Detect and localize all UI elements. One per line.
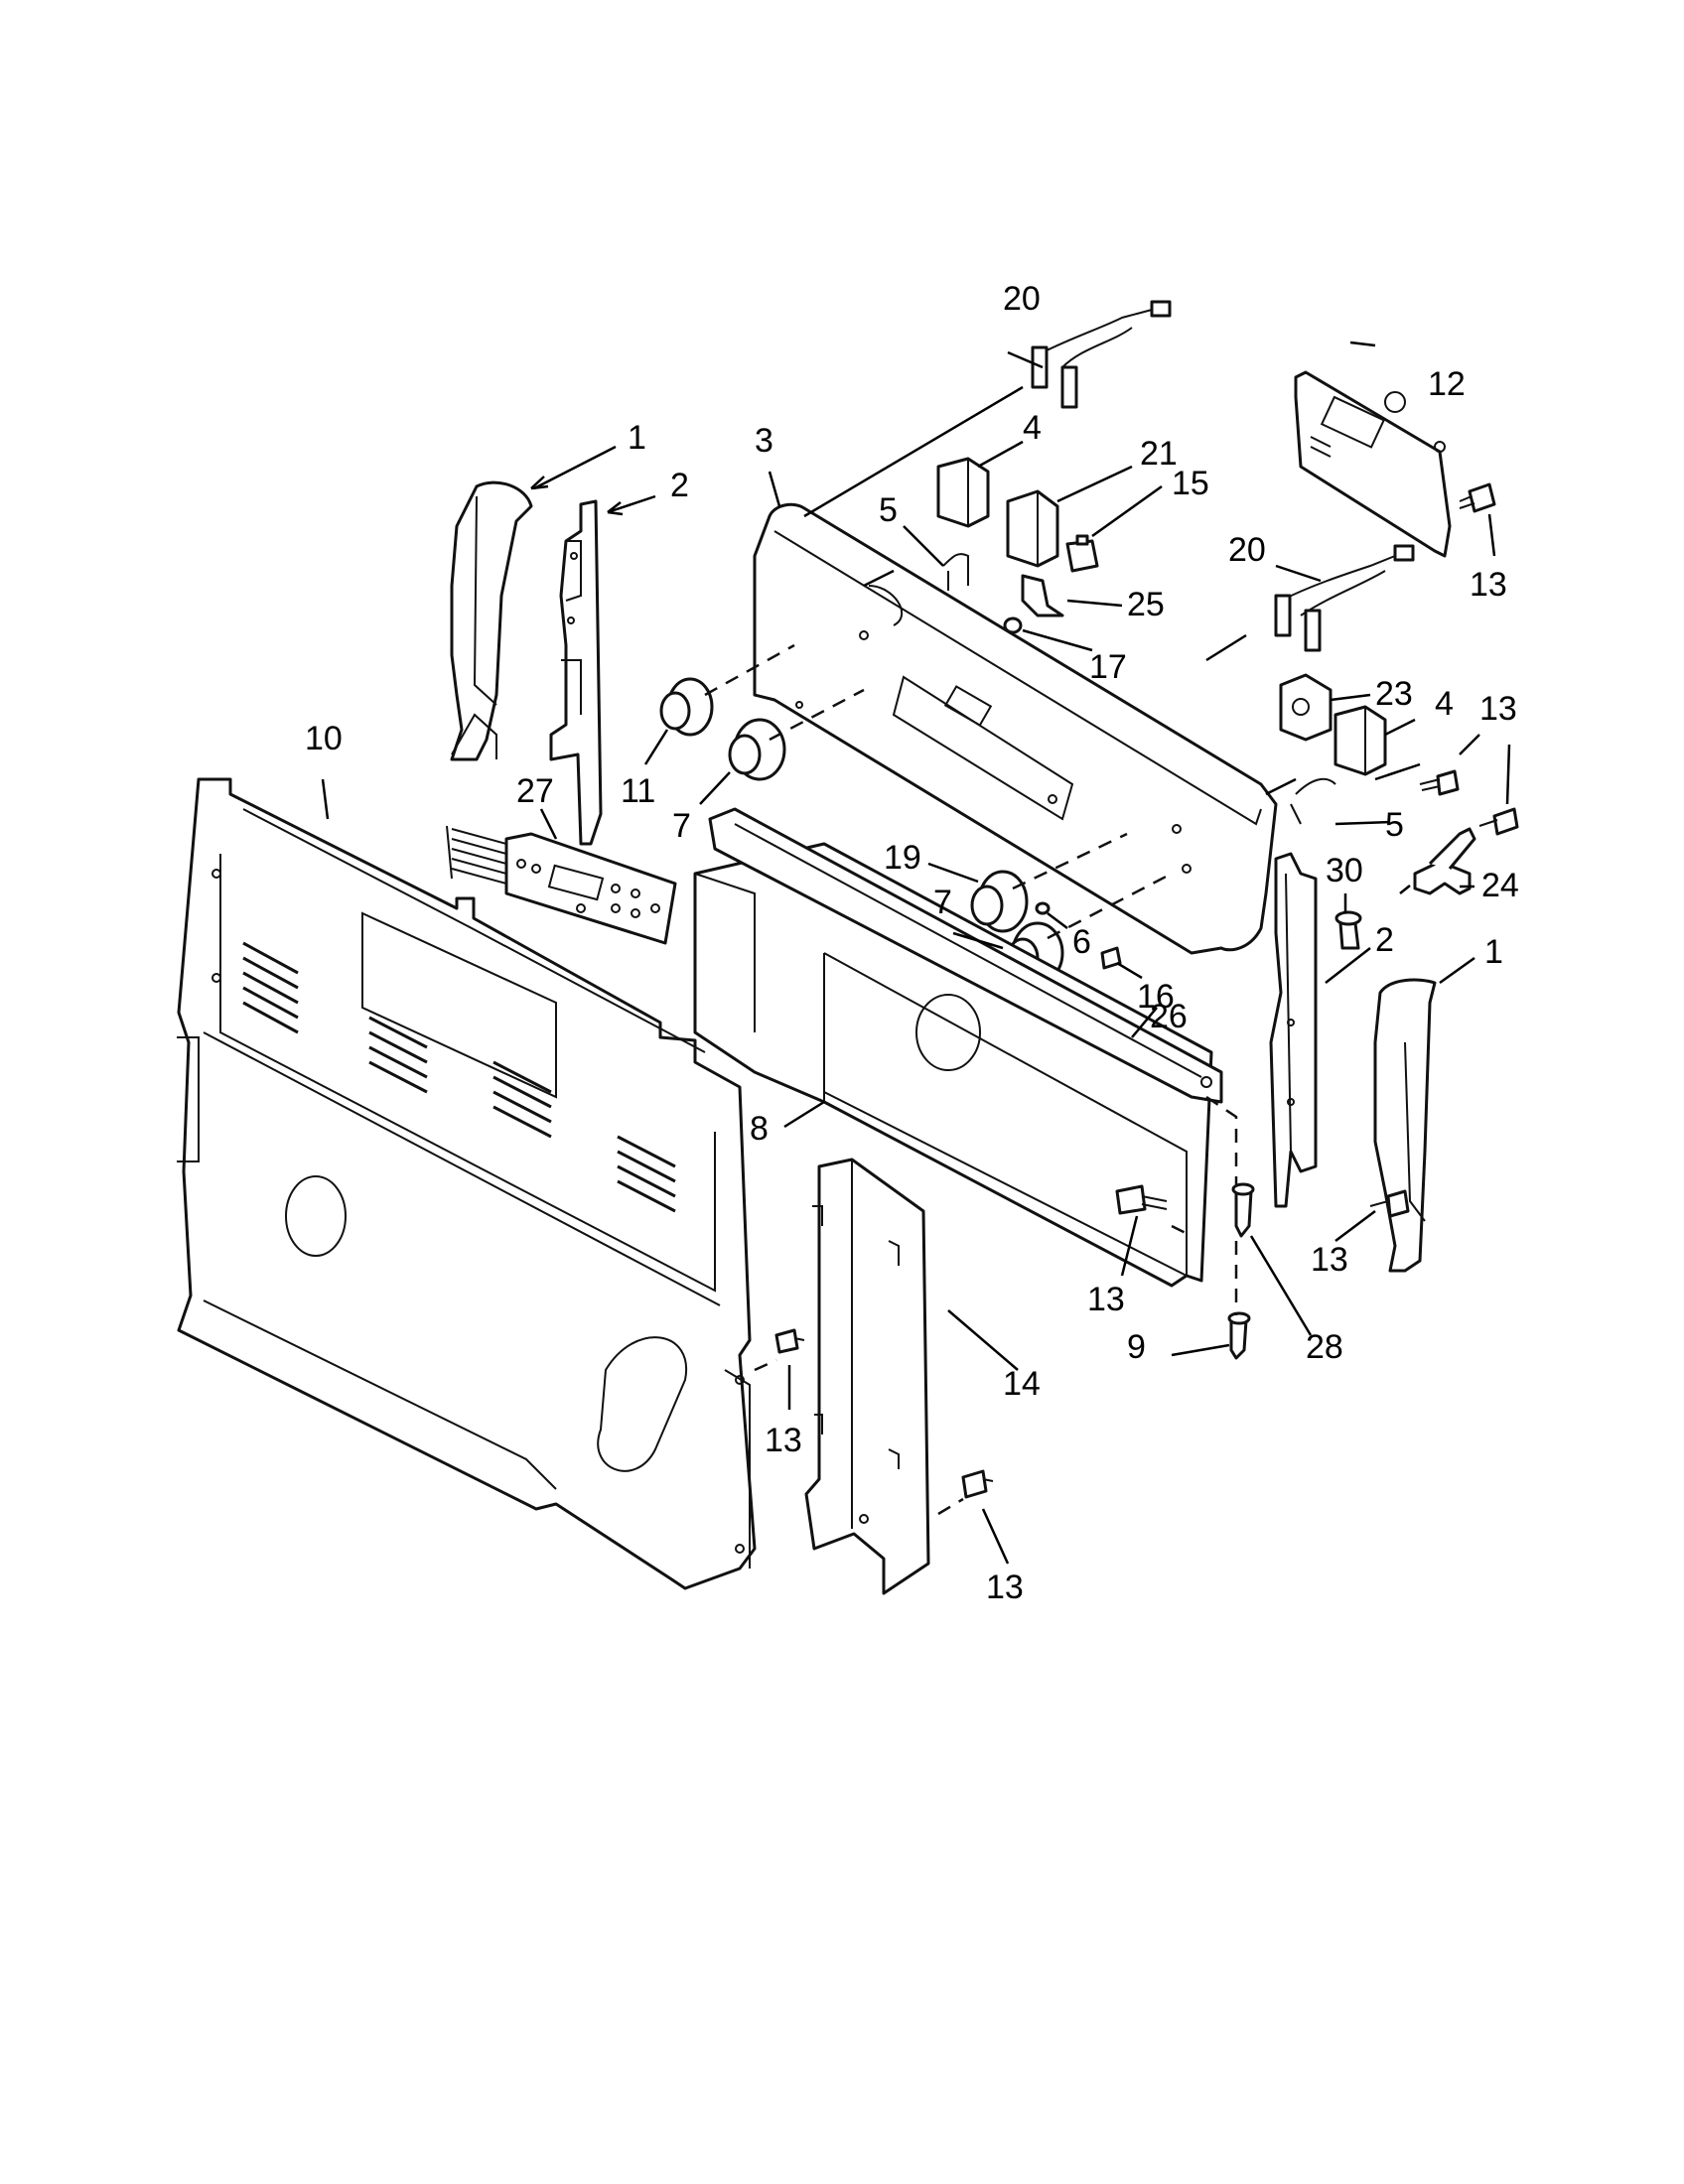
part-17-screw [1003,616,1023,634]
callout-27: 27 [516,772,554,810]
part-5-upper-harness [942,553,969,591]
callout-20-lower: 20 [1228,531,1266,569]
callout-13-lower-left: 13 [765,1422,802,1459]
part-13-screw-lower-left [774,1328,805,1354]
vent-slots-center [492,1060,552,1139]
callout-5-upper: 5 [879,491,898,529]
part-13-screw-mid-right [1419,769,1460,796]
alignment-lines [754,385,1421,1516]
callout-13-mid-right: 13 [1479,690,1517,728]
part-28-screw [1231,1182,1255,1238]
callout-4-lower: 4 [1435,685,1454,723]
part-13-screw-bottom [961,1469,994,1499]
callout-3: 3 [755,422,773,460]
part-8-manifold-panel [693,842,1213,1288]
part-21-switch [1006,489,1059,568]
callout-13-right-cap: 13 [1311,1241,1348,1279]
callout-7-upper: 7 [672,807,691,845]
part-13-screw-right-cap [1369,1189,1410,1218]
callout-1-right: 1 [1484,933,1503,971]
callout-1-left: 1 [628,419,646,457]
part-13-screw-manifold [1115,1184,1168,1215]
callout-21: 21 [1140,435,1178,473]
manifold-port [915,994,981,1071]
callout-13-upper-right: 13 [1470,566,1507,604]
part-6-screw [1035,901,1051,915]
part-4-upper-switch [936,457,990,528]
part-27-control-overlay [446,825,677,945]
callout-19: 19 [884,839,921,877]
callout-28: 28 [1306,1328,1343,1366]
callout-24: 24 [1481,867,1519,904]
callout-15: 15 [1172,465,1209,502]
part-7-knob-upper [728,718,786,781]
part-9-screw [1227,1311,1251,1360]
part-15-switch [1065,534,1099,573]
part-25-bracket [1021,574,1064,617]
callout-26: 26 [1150,998,1188,1035]
callout-5-lower: 5 [1385,806,1404,844]
callout-25: 25 [1127,586,1165,623]
part-20-lower-harness [1274,544,1415,652]
callout-14: 14 [1003,1365,1041,1403]
part-19-knob [970,870,1029,933]
part-26-manifold-rail [708,807,1223,1104]
callout-13-bottom: 13 [986,1569,1024,1606]
part-16-screw [1100,946,1122,970]
callout-2-right: 2 [1375,921,1394,959]
callout-9: 9 [1127,1328,1146,1366]
callout-20-upper: 20 [1003,280,1041,318]
part-10-rear-panel [177,777,757,1590]
callout-11: 11 [621,772,655,810]
callout-10: 10 [305,720,343,757]
oval-port [597,1336,688,1472]
part-30-screw [1334,910,1362,950]
part-1-left-end-cap [450,480,533,761]
part-23-connector [1279,673,1333,742]
display-window [892,675,1074,821]
part-12-control-board [1294,370,1452,558]
callout-30: 30 [1326,852,1363,889]
part-13-screw-upper-right [1459,482,1496,513]
part-2-right-bracket [1269,852,1318,1208]
part-4-lower-switch [1333,705,1387,776]
callout-23: 23 [1375,675,1413,713]
callout-13-manifold: 13 [1087,1281,1125,1318]
round-port [285,1175,347,1257]
callout-7-lower: 7 [933,884,952,921]
part-11-knob [659,677,714,737]
leader-arrows [321,341,1511,1565]
part-20-upper-harness [1031,300,1172,409]
callout-12: 12 [1428,365,1466,403]
part-3-control-panel [753,502,1278,955]
callout-16: 16 [1137,978,1175,1016]
part-5-lower-harness [1290,777,1336,825]
part-2-left-bracket [549,499,603,846]
callout-8: 8 [750,1110,769,1148]
callout-labels: 1 2 3 4 5 20 21 15 25 17 12 13 20 23 4 1… [305,280,1519,1606]
part-1-right-end-cap [1373,978,1437,1273]
part-14-side-panel [804,1158,930,1595]
vent-slots-mid [368,1016,428,1094]
vent-slots-right [617,1135,676,1213]
callout-4-upper: 4 [1023,409,1042,447]
vent-slots-left [242,941,299,1034]
part-13-screw-far-right [1478,807,1519,836]
callout-2-left: 2 [670,467,689,504]
part-24-bracket [1413,827,1476,895]
callout-17: 17 [1089,648,1127,686]
callout-6: 6 [1072,923,1091,961]
knob-alignment-lines [704,643,1173,940]
